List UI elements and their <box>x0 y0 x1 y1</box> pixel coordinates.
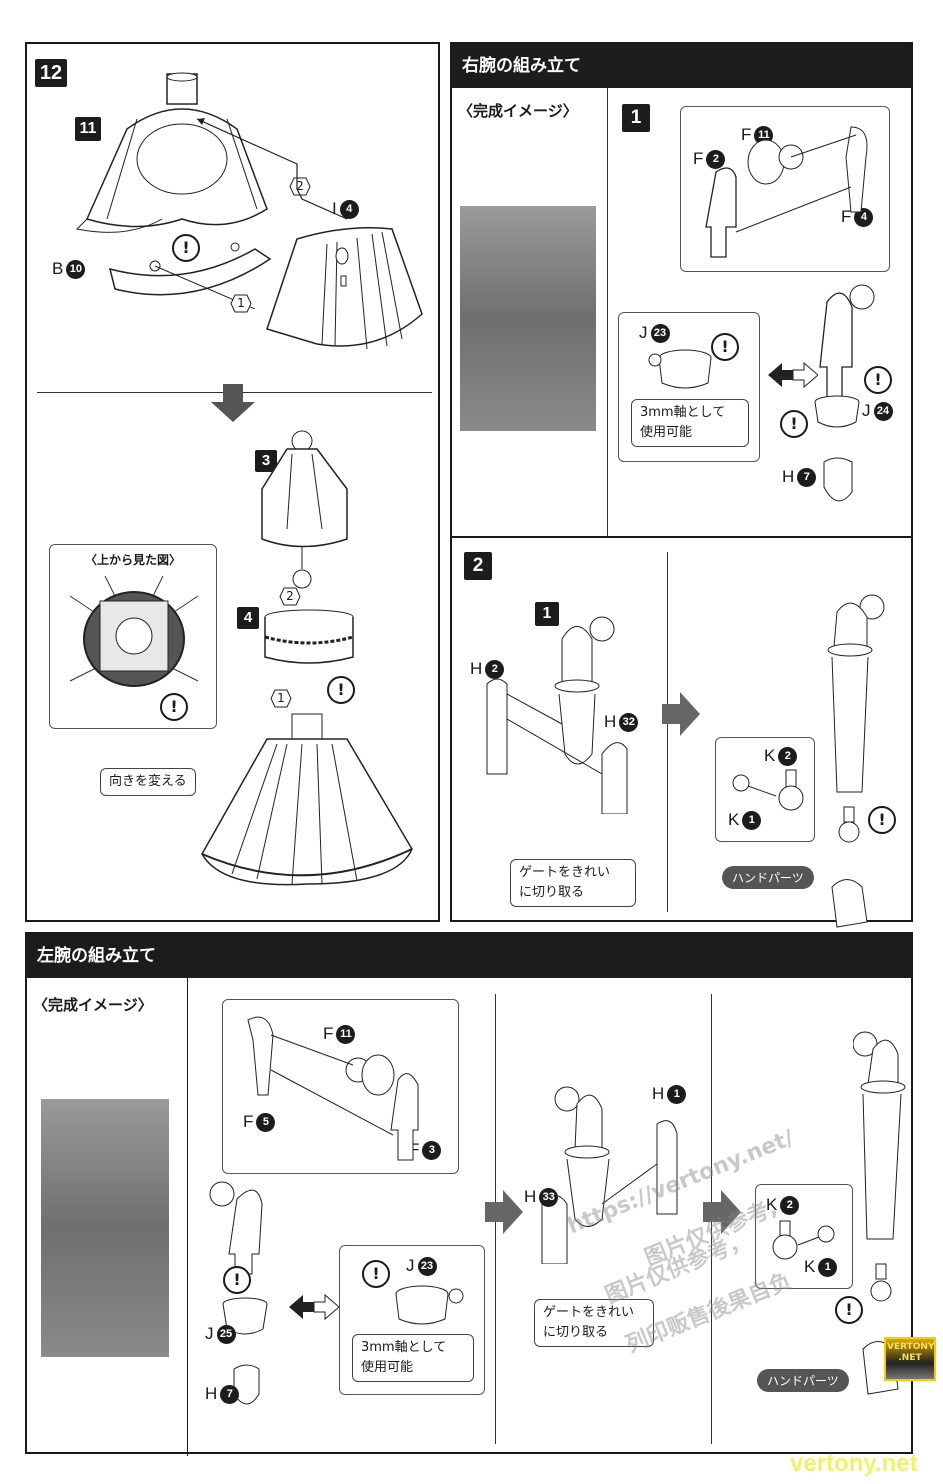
upper-skirt-drawing <box>75 72 268 233</box>
right-arrow-icon <box>703 1190 741 1234</box>
caution-icon: ! <box>160 693 188 721</box>
swap-arrow-icon <box>768 361 818 389</box>
divider <box>187 978 188 1456</box>
top-view-drawing <box>69 575 199 687</box>
frill-b10-drawing <box>108 242 272 309</box>
right-arm-upper-drawing <box>814 284 875 502</box>
torso-drawing <box>261 430 348 589</box>
shaft-note: 3mm軸として 使用可能 <box>352 1334 474 1382</box>
left-arm-upper-drawing <box>209 1181 268 1405</box>
right-arrow-icon <box>662 692 700 736</box>
part-group-badge-11: 11 <box>75 117 101 141</box>
right-arm-complete-photo <box>460 206 596 431</box>
order-mark-2b: 2 <box>279 587 301 606</box>
right-arm-title: 右腕の組み立て <box>452 44 911 88</box>
lower-skirt-drawing <box>201 713 413 886</box>
connector-line-2 <box>196 118 348 220</box>
part-group-badge-4: 4 <box>237 607 259 629</box>
gate-note: ゲートをきれい に切り取る <box>510 859 636 907</box>
right-arm-step1-badge: 1 <box>622 104 650 132</box>
left-step2-drawing <box>541 1086 678 1264</box>
caution-icon: ! <box>780 410 808 438</box>
step2-assembly-drawing <box>486 616 628 814</box>
left-arm-complete-label: 〈完成イメージ〉 <box>33 996 153 1014</box>
part-group-badge-3: 3 <box>255 450 277 472</box>
step2-sub-badge-1: 1 <box>535 602 559 626</box>
left-arm-title: 左腕の組み立て <box>27 934 911 978</box>
caution-icon: ! <box>362 1260 390 1288</box>
j23-drawing <box>648 349 712 389</box>
divider <box>452 536 912 538</box>
step12-badge: 12 <box>35 59 67 87</box>
footer-watermark: vertony.net <box>790 1450 918 1477</box>
rotate-note: 向きを変える <box>100 768 196 796</box>
order-mark-1: 1 <box>230 294 252 313</box>
divider <box>667 552 668 912</box>
right-arm-complete-label: 〈完成イメージ〉 <box>458 102 578 120</box>
swap-arrow-icon <box>289 1293 339 1321</box>
vertony-logo: VERTONY .NET <box>884 1337 936 1381</box>
k-parts-drawing <box>732 769 804 811</box>
hand-parts-label: ハンドパーツ <box>757 1369 849 1392</box>
rear-skirt-drawing <box>266 227 423 350</box>
caution-icon: ! <box>835 1296 863 1324</box>
waist-ring-drawing <box>264 609 354 664</box>
top-view-label: 〈上から見た図〉 <box>84 553 181 567</box>
hand-parts-label: ハンドパーツ <box>722 866 814 889</box>
right-arrow-icon <box>485 1190 523 1234</box>
divider <box>607 88 608 536</box>
left-arm-complete-photo <box>41 1099 169 1357</box>
left-k-parts-drawing <box>772 1220 835 1260</box>
shaft-note: 3mm軸として 使用可能 <box>631 399 749 447</box>
caution-icon: ! <box>864 366 892 394</box>
right-arm-step2-badge: 2 <box>464 552 492 580</box>
caution-icon: ! <box>327 676 355 704</box>
right-arm-full-drawing <box>827 594 885 928</box>
top-view-callout: 〈上から見た図〉 ! <box>49 544 217 729</box>
caution-icon: ! <box>223 1266 251 1294</box>
left-j23-drawing <box>395 1285 464 1325</box>
left-arm-full-drawing <box>853 1031 906 1395</box>
caution-icon: ! <box>172 234 200 262</box>
left-detail-drawing <box>247 1016 419 1161</box>
caution-icon: ! <box>711 333 739 361</box>
caution-icon: ! <box>868 806 896 834</box>
order-mark-1b: 1 <box>270 689 292 708</box>
down-arrow-icon <box>211 384 255 422</box>
gate-note: ゲートをきれい に切り取る <box>534 1299 654 1347</box>
step1-detail-drawing <box>705 126 868 258</box>
order-mark-2: 2 <box>289 177 311 196</box>
